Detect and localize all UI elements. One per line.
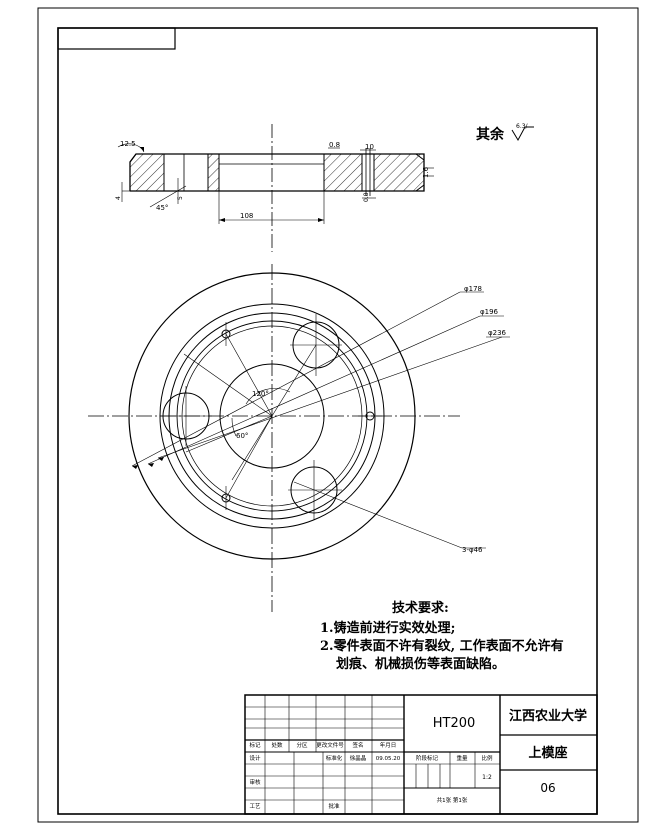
dim-b3: 0.8 — [363, 192, 370, 202]
approve-label: 批准 — [328, 802, 340, 810]
header-count: 处数 — [271, 741, 283, 749]
revision-headers: 标记 处数 分区 更改文件号 签名 年月日 — [249, 741, 396, 749]
title-block-grid — [244, 694, 598, 815]
process-label: 工艺 — [249, 803, 261, 810]
inner-frame — [57, 27, 598, 815]
header-date: 年月日 — [380, 741, 397, 749]
dim-slot-width: 10 — [365, 143, 374, 151]
header-signature: 签名 — [352, 741, 363, 749]
part-name: 上模座 — [528, 745, 567, 761]
roughness-label: 其余 — [476, 126, 505, 143]
stage-mark-label: 阶段标记 — [416, 754, 439, 762]
scale-value: 1:2 — [482, 774, 492, 781]
dim-d236: φ236 — [488, 329, 507, 337]
dim-angle-120: 120° — [252, 390, 269, 398]
dim-d196: φ196 — [480, 308, 499, 316]
sheets-count: 共1张 第1张 — [437, 796, 468, 804]
weight-label: 重量 — [456, 754, 468, 762]
dim-holes: 3-φ46 — [462, 546, 483, 554]
dim-angle-60: 60° — [236, 432, 248, 440]
header-change-doc: 更改文件号 — [316, 741, 344, 749]
school-name: 江西农业大学 — [509, 708, 587, 724]
review-label: 审核 — [249, 778, 261, 786]
design-date: 09.05.20 — [376, 756, 401, 762]
roughness-value: 6.3/ — [516, 123, 529, 130]
dim-chamfer-top: 12.5 — [120, 140, 136, 148]
tech-req-item-3: 划痕、机械损伤等表面缺陷。 — [336, 657, 506, 672]
outer-border — [37, 7, 639, 823]
material-code: HT200 — [433, 716, 476, 731]
standardize-label: 标准化 — [326, 754, 343, 762]
dim-small-a: 0.8 — [329, 141, 340, 149]
roughness-symbol-icon — [511, 126, 534, 142]
drawing-number: 06 — [540, 781, 555, 795]
dim-b1: 4 — [115, 196, 122, 200]
tech-req-title: 技术要求: — [392, 601, 449, 616]
dim-b2: 5 — [177, 196, 184, 200]
dim-bore-diameter: 108 — [240, 212, 253, 220]
designer-name: 徐晶晶 — [350, 754, 367, 762]
scale-label: 比例 — [481, 754, 493, 762]
dim-side: 1.6 — [422, 166, 430, 178]
tech-req-item-2: 2.零件表面不许有裂纹, 工作表面不允许有 — [320, 639, 564, 654]
design-label: 设计 — [249, 754, 261, 762]
header-zone: 分区 — [296, 741, 308, 749]
dim-d178: φ178 — [464, 285, 482, 293]
tech-req-item-1: 1.铸造前进行实效处理; — [320, 621, 456, 636]
dim-angle-bottom: 45° — [156, 204, 168, 212]
header-mark: 标记 — [249, 741, 261, 749]
section-view — [117, 124, 434, 252]
corner-code-box — [57, 27, 176, 50]
plan-view — [88, 264, 510, 612]
